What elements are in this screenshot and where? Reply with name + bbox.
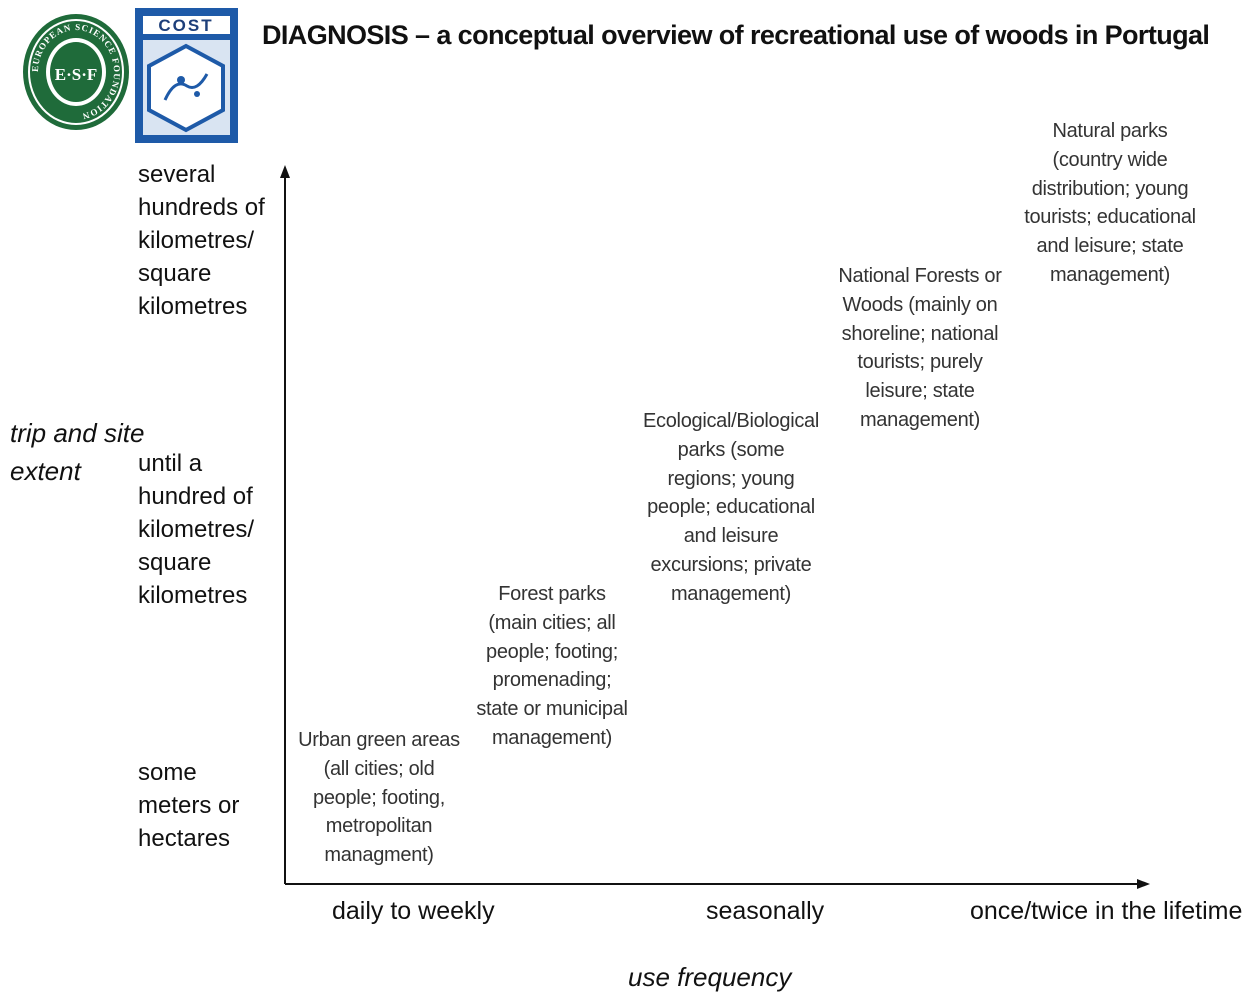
category-line: state or municipal [476, 698, 628, 721]
category-line: management) [1049, 263, 1171, 286]
category-line: leisure; state [865, 380, 975, 403]
y-level-line: several [138, 161, 216, 188]
y-level-line: square [138, 549, 212, 576]
category-line: management) [670, 582, 792, 605]
category-line: and leisure [683, 525, 779, 548]
category-line: (country wide [1052, 148, 1168, 171]
y-level-line: some [138, 759, 197, 786]
category-line: managment) [324, 844, 434, 867]
category-natural-parks: Natural parks (country wide distribution… [1012, 117, 1208, 290]
y-level-line: hundreds of [138, 194, 265, 221]
category-national-forests: National Forests or Woods (mainly on sho… [825, 262, 1015, 435]
esf-center-text: E·S·F [55, 65, 98, 84]
y-level-line: until a [138, 450, 203, 477]
y-axis-name: trip and site extent [10, 414, 144, 490]
category-line: people; educational [647, 496, 815, 519]
page-title: DIAGNOSIS – a conceptual overview of rec… [262, 20, 1210, 50]
x-level-lifetime: once/twice in the lifetime [970, 897, 1243, 925]
x-level-seasonally: seasonally [706, 897, 825, 925]
category-line: National Forests or [838, 265, 1002, 287]
category-line: Urban green areas [298, 729, 460, 751]
category-line: Ecological/Biological [642, 410, 820, 432]
y-level-line: kilometres/ [138, 516, 255, 543]
category-line: (all cities; old [323, 757, 435, 780]
x-axis-name: use frequency [628, 962, 792, 992]
category-line: distribution; young [1031, 177, 1189, 200]
category-line: tourists; educational [1024, 206, 1196, 229]
category-line: people; footing, [313, 786, 445, 809]
category-line: management) [859, 408, 981, 431]
y-level-line: kilometres [138, 293, 248, 320]
y-level-medium: until a hundred of kilometres/ square ki… [138, 447, 254, 612]
category-line: tourists; purely [857, 351, 983, 374]
x-level-daily: daily to weekly [332, 897, 495, 925]
cost-logo: COST [135, 8, 238, 143]
category-line: Woods (mainly on [842, 293, 998, 316]
y-axis-name-line: extent [10, 456, 81, 486]
y-level-line: kilometres [138, 582, 248, 609]
y-level-line: hectares [138, 825, 231, 852]
x-axis-arrow [1137, 879, 1150, 889]
category-line: and leisure; state [1036, 235, 1184, 258]
category-line: management) [491, 726, 613, 749]
y-axis-arrow [280, 165, 290, 178]
category-line: people; footing; [486, 640, 618, 663]
y-level-high: several hundreds of kilometres/ square k… [138, 158, 265, 323]
category-line: Natural parks [1052, 120, 1168, 142]
esf-logo: EUROPEAN SCIENCE FOUNDATION E·S·F [20, 10, 132, 135]
category-line: metropolitan [325, 815, 433, 838]
y-level-low: some meters or hectares [138, 756, 239, 855]
category-line: (main cities; all [488, 611, 616, 634]
y-level-line: meters or [138, 792, 240, 819]
y-axis-name-line: trip and site [10, 418, 145, 448]
category-line: Forest parks [498, 583, 606, 605]
category-urban-green-areas: Urban green areas (all cities; old peopl… [288, 726, 470, 870]
category-ecological-biological-parks: Ecological/Biological parks (some region… [630, 407, 832, 609]
category-line: shoreline; national [841, 322, 999, 345]
category-line: excursions; private [650, 553, 812, 576]
y-level-line: kilometres/ [138, 227, 255, 254]
category-line: parks (some [677, 438, 785, 461]
y-level-line: hundred of [138, 483, 253, 510]
category-forest-parks: Forest parks (main cities; all people; f… [465, 580, 639, 753]
y-level-line: square [138, 260, 212, 287]
category-line: promenading; [492, 669, 612, 692]
category-line: regions; young [667, 467, 795, 490]
cost-text: COST [158, 16, 213, 35]
